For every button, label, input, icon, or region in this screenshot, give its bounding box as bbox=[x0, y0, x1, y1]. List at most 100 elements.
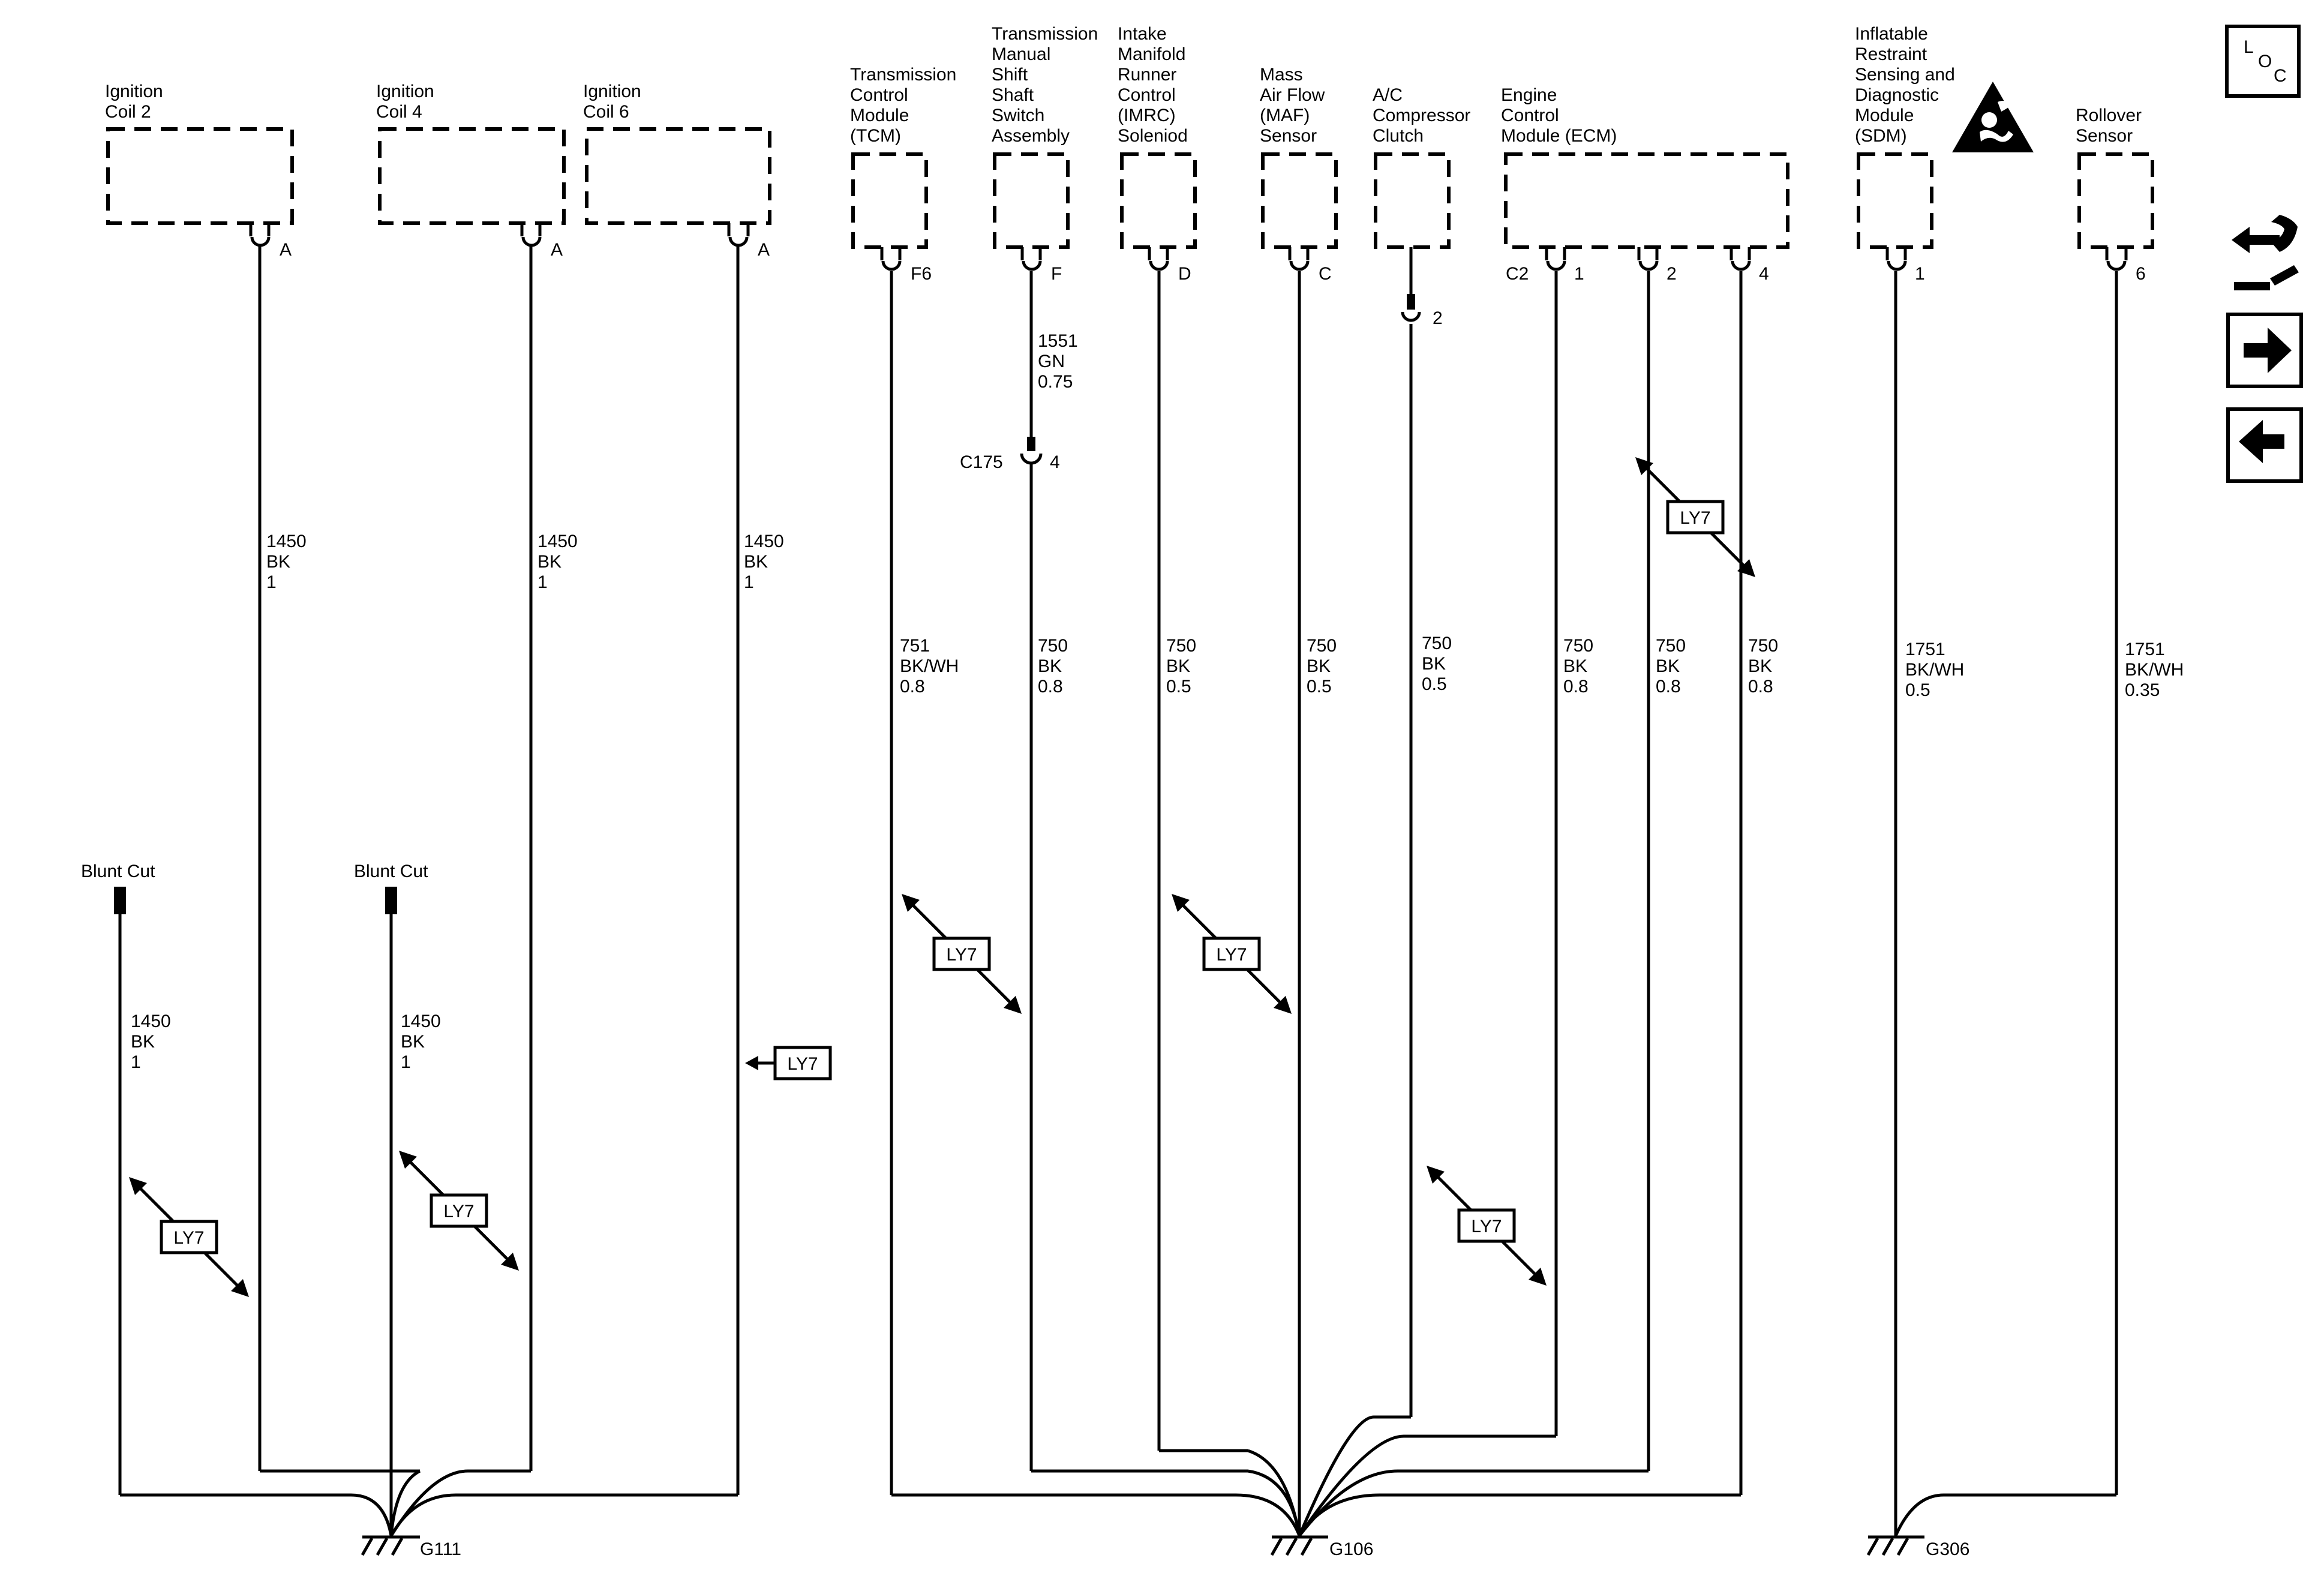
connector-c175-pin: 4 bbox=[1050, 452, 1060, 472]
svg-text:BK: BK bbox=[401, 1032, 425, 1052]
tmss-box bbox=[993, 152, 1070, 249]
svg-text:BK/WH: BK/WH bbox=[2125, 660, 2184, 680]
wire-label-tmss-upper: 1551 GN 0.75 bbox=[1038, 331, 1078, 392]
ground-g306: G306 bbox=[1866, 1535, 1969, 1559]
tcm-pin: F6 bbox=[911, 264, 932, 284]
blunt-cut-1: Blunt Cut bbox=[81, 861, 155, 914]
sdm-pin: 1 bbox=[1915, 264, 1925, 284]
ly7-option-tag-6[interactable]: LY7 bbox=[1427, 1166, 1547, 1286]
loc-icon-o: O bbox=[2258, 52, 2272, 71]
ac-compressor-clutch[interactable]: A/C Compressor Clutch 2 bbox=[1373, 85, 1470, 328]
maf-box bbox=[1261, 152, 1338, 249]
svg-text:1551: 1551 bbox=[1038, 331, 1078, 351]
sdm-label-4: Diagnostic bbox=[1855, 85, 1939, 105]
ly7-option-tag-5[interactable]: LY7 bbox=[1635, 457, 1755, 577]
tcm-label-1: Transmission bbox=[850, 65, 956, 85]
imrc-label-1: Intake bbox=[1118, 24, 1167, 44]
ignition-coil-2-label-1: Ignition bbox=[105, 82, 163, 101]
svg-text:750: 750 bbox=[1307, 636, 1337, 656]
wire-label-blunt1: 1450 BK 1 bbox=[131, 1011, 171, 1072]
loc-icon[interactable]: L O C bbox=[2225, 25, 2301, 98]
loc-icon-c: C bbox=[2274, 66, 2287, 86]
ground-g306-label: G306 bbox=[1926, 1539, 1969, 1559]
ignition-coil-4[interactable]: Ignition Coil 4 A bbox=[376, 82, 566, 260]
ecm-box bbox=[1504, 152, 1789, 249]
wire-label-rollover: 1751 BK/WH 0.35 bbox=[2125, 640, 2184, 700]
shift-shaft-switch[interactable]: Transmission Manual Shift Shaft Switch A… bbox=[992, 24, 1098, 284]
ac-label-2: Compressor bbox=[1373, 106, 1470, 125]
ecm-module[interactable]: Engine Control Module (ECM) C2 1 2 4 bbox=[1501, 85, 1789, 284]
svg-text:0.8: 0.8 bbox=[900, 677, 925, 697]
sdm-module[interactable]: Inflatable Restraint Sensing and Diagnos… bbox=[1855, 24, 1955, 284]
svg-text:1450: 1450 bbox=[744, 532, 784, 551]
ly7-option-tag-2[interactable]: LY7 bbox=[399, 1151, 519, 1271]
imrc-solenoid[interactable]: Intake Manifold Runner Control (IMRC) So… bbox=[1118, 24, 1197, 284]
ecm-label-1: Engine bbox=[1501, 85, 1557, 105]
maf-label-2: Air Flow bbox=[1260, 85, 1325, 105]
ignition-coil-6[interactable]: Ignition Coil 6 A bbox=[583, 82, 771, 260]
next-page-arrow-icon[interactable] bbox=[2226, 313, 2303, 388]
imrc-label-5: (IMRC) bbox=[1118, 106, 1176, 125]
wire-label-maf: 750 BK 0.5 bbox=[1307, 636, 1337, 697]
tcm-label-3: Module bbox=[850, 106, 909, 125]
previous-page-arrow-icon[interactable] bbox=[2226, 407, 2303, 483]
ecm-pin-2: 2 bbox=[1667, 264, 1677, 284]
g106-wiring bbox=[890, 271, 1743, 1537]
svg-text:1450: 1450 bbox=[401, 1011, 441, 1031]
tcm-module[interactable]: Transmission Control Module (TCM) F6 bbox=[850, 65, 956, 284]
svg-text:BK: BK bbox=[1563, 656, 1587, 676]
svg-text:750: 750 bbox=[1656, 636, 1686, 656]
svg-text:1450: 1450 bbox=[538, 532, 578, 551]
imrc-pin: D bbox=[1178, 264, 1191, 284]
svg-text:BK/WH: BK/WH bbox=[900, 656, 959, 676]
ly7-option-tag-3[interactable]: LY7 bbox=[902, 894, 1022, 1014]
sdm-label-2: Restraint bbox=[1855, 44, 1927, 64]
svg-text:0.8: 0.8 bbox=[1656, 677, 1681, 697]
svg-text:750: 750 bbox=[1422, 634, 1452, 653]
ecm-pin-1: 1 bbox=[1574, 264, 1584, 284]
wire-label-coil6: 1450 BK 1 bbox=[744, 532, 784, 592]
ignition-coil-4-box bbox=[378, 127, 566, 225]
ly7-tag-label: LY7 bbox=[1216, 945, 1247, 965]
svg-text:1450: 1450 bbox=[266, 532, 307, 551]
tmss-label-1: Transmission bbox=[992, 24, 1098, 44]
ly7-option-tag-7[interactable]: LY7 bbox=[745, 1046, 832, 1080]
svg-text:1751: 1751 bbox=[1905, 640, 1945, 659]
svg-text:1: 1 bbox=[744, 572, 754, 592]
blunt-cut-1-label: Blunt Cut bbox=[81, 861, 155, 881]
ecm-label-2: Control bbox=[1501, 106, 1559, 125]
g111-wiring bbox=[118, 246, 740, 1537]
wire-label-ecm2: 750 BK 0.8 bbox=[1656, 636, 1686, 697]
blunt-cut-2: Blunt Cut bbox=[354, 861, 428, 914]
maf-pin: C bbox=[1319, 264, 1332, 284]
ignition-coil-2-pin: A bbox=[280, 240, 292, 260]
svg-text:BK: BK bbox=[538, 552, 562, 572]
ignition-coil-2[interactable]: Ignition Coil 2 A bbox=[105, 82, 294, 260]
tmss-label-6: Assembly bbox=[992, 126, 1070, 146]
wire-label-ac: 750 BK 0.5 bbox=[1422, 634, 1452, 694]
svg-text:1: 1 bbox=[401, 1052, 411, 1072]
imrc-label-2: Manifold bbox=[1118, 44, 1185, 64]
svg-text:750: 750 bbox=[1166, 636, 1196, 656]
svg-text:BK: BK bbox=[1038, 656, 1062, 676]
rollover-sensor[interactable]: Rollover Sensor 6 bbox=[2076, 106, 2154, 284]
rollover-box bbox=[2077, 152, 2154, 249]
ground-g106-label: G106 bbox=[1329, 1539, 1373, 1559]
svg-text:1: 1 bbox=[538, 572, 548, 592]
ac-pin: 2 bbox=[1433, 308, 1443, 328]
ignition-coil-6-box bbox=[585, 127, 771, 225]
svg-text:BK: BK bbox=[1166, 656, 1190, 676]
schematic-connector-icon[interactable] bbox=[2232, 215, 2299, 290]
ignition-coil-6-label-2: Coil 6 bbox=[583, 102, 629, 122]
wire-label-coil2: 1450 BK 1 bbox=[266, 532, 307, 592]
ignition-coil-4-label-1: Ignition bbox=[376, 82, 434, 101]
tmss-label-2: Manual bbox=[992, 44, 1050, 64]
ignition-coil-2-label-2: Coil 2 bbox=[105, 102, 151, 122]
maf-sensor[interactable]: Mass Air Flow (MAF) Sensor C bbox=[1260, 65, 1338, 284]
imrc-label-4: Control bbox=[1118, 85, 1176, 105]
ground-g106: G106 bbox=[1270, 1535, 1373, 1559]
ly7-option-tag-1[interactable]: LY7 bbox=[129, 1177, 249, 1297]
ly7-option-tag-4[interactable]: LY7 bbox=[1172, 894, 1292, 1014]
ly7-tag-label: LY7 bbox=[1471, 1217, 1502, 1236]
